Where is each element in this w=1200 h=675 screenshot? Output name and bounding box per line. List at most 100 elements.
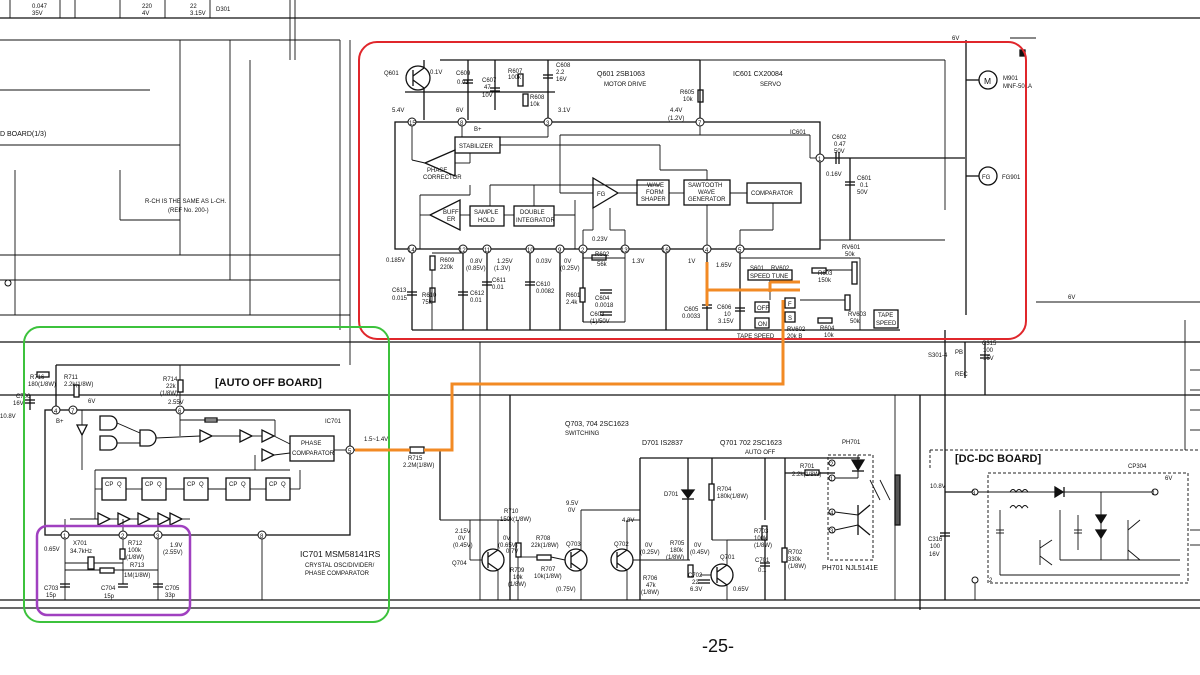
wave-form-shaper-block bbox=[636, 179, 670, 206]
c602-label: C602 bbox=[832, 135, 847, 141]
saw-label-2: WAVE bbox=[698, 190, 715, 196]
r705-label: R705 bbox=[670, 541, 685, 547]
right-top-6v: 6V bbox=[1068, 295, 1075, 301]
q701-desc: AUTO OFF bbox=[745, 450, 776, 456]
auto-off-v1: 6V bbox=[88, 399, 95, 405]
c704-label: C704 bbox=[101, 586, 116, 592]
r709-rating: (1/8W) bbox=[508, 582, 526, 588]
ic601-pin-11: 11 bbox=[484, 248, 491, 254]
board-left-label: D BOARD(1/3) bbox=[0, 131, 46, 138]
c601-label: C601 bbox=[857, 176, 872, 182]
ff1-q: Q bbox=[117, 482, 122, 488]
top-c3v: 3.15V bbox=[190, 11, 206, 17]
c704-value: 15p bbox=[104, 594, 115, 600]
ff3-q: Q bbox=[199, 482, 204, 488]
svg-text:2: 2 bbox=[830, 462, 834, 468]
ic701-pin-7: 7 bbox=[71, 409, 75, 415]
r703-label: R703 bbox=[754, 529, 769, 535]
c612-value: 0.01 bbox=[470, 298, 482, 304]
r605-value: 10k bbox=[683, 97, 694, 103]
ph701-label: PH701 bbox=[842, 440, 861, 446]
r710-value: 150k(1/8W) bbox=[500, 517, 531, 523]
sw-v10: 0V bbox=[645, 543, 652, 549]
speed-tune-label: SPEED TUNE bbox=[750, 274, 788, 280]
servo-v4: 4.4V bbox=[670, 108, 682, 114]
flip-flop-chain: CP Q CP Q CP Q CP Q CP Q bbox=[94, 470, 301, 519]
ff5-cp: CP bbox=[269, 482, 277, 488]
servo-v18: 1.65V bbox=[716, 263, 732, 269]
ic601-pin-8: 8 bbox=[460, 121, 464, 127]
c607-label: C607 bbox=[482, 78, 497, 84]
r712-rating: (1/8W) bbox=[126, 555, 144, 561]
q702-label: Q702 bbox=[614, 542, 629, 548]
ic701-pin-4: 4 bbox=[54, 409, 58, 415]
oscillator-highlight-box bbox=[35, 524, 192, 617]
pb-label: PB bbox=[955, 350, 963, 356]
r710-label: R710 bbox=[504, 509, 519, 515]
q601-label: Q601 bbox=[384, 71, 399, 77]
ic701-box-label: IC701 bbox=[325, 419, 342, 425]
c605-label: C605 bbox=[684, 307, 699, 313]
c703-value: 15p bbox=[46, 593, 57, 599]
r609-value: 220k bbox=[440, 265, 454, 271]
s301-label: S301-4 bbox=[928, 353, 948, 359]
svg-text:4: 4 bbox=[830, 511, 834, 517]
sw-v3: (0.45V) bbox=[453, 543, 473, 549]
top-c1v: 35V bbox=[32, 11, 43, 17]
sw-v9: 4.3V bbox=[622, 518, 634, 524]
buffer-label-1: BUFF bbox=[443, 210, 459, 216]
r709-value: 10k bbox=[513, 575, 524, 581]
r702-rating: (1/8W) bbox=[788, 564, 806, 570]
r706-label: R706 bbox=[643, 576, 658, 582]
motor-m-sym: M bbox=[984, 76, 991, 86]
x701-value: 34.7kHz bbox=[70, 549, 92, 555]
r714-rating: (1/8W) bbox=[160, 391, 178, 397]
rch-note-2: (REF No. 200-) bbox=[168, 208, 209, 214]
ic601-pin-9: 9 bbox=[558, 248, 562, 254]
ff2-q: Q bbox=[157, 482, 162, 488]
ff3-cp: CP bbox=[187, 482, 195, 488]
sh-label-2: HOLD bbox=[478, 218, 495, 224]
c609-value: 0.01 bbox=[457, 80, 469, 86]
c612-label: C612 bbox=[470, 291, 485, 297]
ff5-q: Q bbox=[281, 482, 286, 488]
r607-value: 100k bbox=[508, 75, 522, 81]
servo-v20: 3.1V bbox=[558, 108, 570, 114]
c701-label: C701 bbox=[755, 558, 770, 564]
c611-value: 0.01 bbox=[492, 285, 504, 291]
r706-value: 47k bbox=[646, 583, 657, 589]
r608-label: R608 bbox=[530, 95, 545, 101]
r601-label: R601 bbox=[566, 293, 581, 299]
tape-speed-label-1: TAPE bbox=[878, 313, 893, 319]
r604-label: R604 bbox=[820, 326, 835, 332]
wfs-label-3: SHAPER bbox=[641, 197, 666, 203]
servo-v15: (0.25V) bbox=[560, 266, 580, 272]
q703-desc: SWITCHING bbox=[565, 431, 600, 437]
r607-label: R607 bbox=[508, 69, 523, 75]
ic701-pin-8: 8 bbox=[260, 534, 264, 540]
sw-v11: (0.25V) bbox=[640, 550, 660, 556]
sw-v13: (0.45V) bbox=[690, 550, 710, 556]
r610-value: 75k bbox=[422, 300, 433, 306]
servo-v1: 5.4V bbox=[392, 108, 404, 114]
fg-label: FG bbox=[597, 192, 606, 198]
wfs-label-2: FORM bbox=[646, 190, 664, 196]
sw-v12: 0V bbox=[694, 543, 701, 549]
dcdc-title: [DC-DC BOARD] bbox=[955, 453, 1041, 465]
c602-value: 0.47 bbox=[834, 142, 846, 148]
dcdc-v108: 10.8V bbox=[930, 484, 946, 490]
svg-text:B+: B+ bbox=[474, 127, 482, 133]
ic701-title: IC701 MSM58141RS bbox=[300, 549, 381, 559]
q701-label: Q701 bbox=[720, 555, 735, 561]
r603-label: R603 bbox=[818, 271, 833, 277]
r602-value: 56k bbox=[597, 262, 608, 268]
r703-rating: (1/8W) bbox=[754, 543, 772, 549]
speed-signal-path bbox=[355, 262, 800, 452]
servo-v13: 0.03V bbox=[536, 259, 552, 265]
r705-rating: (1/8W) bbox=[666, 555, 684, 561]
svg-text:1: 1 bbox=[830, 477, 834, 483]
sw-v7: 9.5V bbox=[566, 501, 578, 507]
q703-symbol: Q703 bbox=[564, 542, 588, 572]
tape-speed-label-2: SPEED bbox=[876, 321, 897, 327]
servo-v10: (0.85V) bbox=[466, 266, 486, 272]
